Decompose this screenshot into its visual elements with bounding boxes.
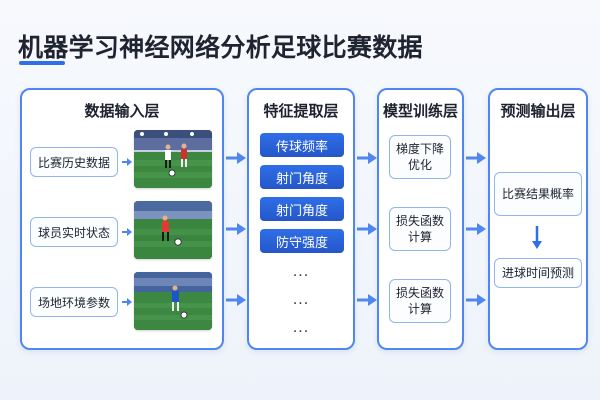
soccer-photo-2 <box>134 201 212 259</box>
right-arrow-icon <box>357 152 377 164</box>
input-item-environment: 场地环境参数 <box>30 287 118 317</box>
right-arrow-icon <box>226 294 246 306</box>
feature-chip-defense-strength: 防守强度 <box>260 229 344 253</box>
soccer-photo-3 <box>134 272 212 330</box>
feature-chip-pass-frequency: 传球频率 <box>260 133 344 157</box>
right-arrow-icon <box>466 152 486 164</box>
input-layer-panel: 数据输入层 比赛历史数据 球员实时状态 <box>20 88 224 350</box>
right-arrow-icon <box>466 223 486 235</box>
output-item-match-result-probability: 比赛结果概率 <box>494 172 582 216</box>
output-layer-title: 预测输出层 <box>500 102 576 120</box>
feature-layer-title: 特征提取层 <box>263 102 339 120</box>
input-item-player-status: 球员实时状态 <box>30 217 118 247</box>
soccer-photo-1 <box>134 130 212 188</box>
feature-ellipsis: ... <box>292 264 310 280</box>
input-layer-title: 数据输入层 <box>84 102 160 120</box>
training-layer-title: 模型训练层 <box>382 102 458 120</box>
chevron-right-icon <box>122 158 132 166</box>
output-layer-panel: 预测输出层 比赛结果概率 进球时间预测 <box>488 88 588 350</box>
feature-chip-shot-angle: 射门角度 <box>260 165 344 189</box>
chevron-right-icon <box>122 298 132 306</box>
right-arrow-icon <box>226 223 246 235</box>
training-item-loss-function: 损失函数计算 <box>389 207 451 251</box>
training-layer-panel: 模型训练层 梯度下降优化 损失函数计算 损失函数计算 <box>377 88 464 350</box>
chevron-right-icon <box>122 228 132 236</box>
input-item-history: 比赛历史数据 <box>30 147 118 177</box>
page-title: 机器学习神经网络分析足球比赛数据 <box>18 33 423 62</box>
title-underline <box>19 61 65 65</box>
training-item-gradient-descent: 梯度下降优化 <box>389 135 451 179</box>
down-arrow-icon <box>532 226 542 249</box>
feature-ellipsis: ... <box>292 292 310 308</box>
output-item-goal-time-prediction: 进球时间预测 <box>494 258 582 288</box>
feature-ellipsis: ... <box>292 320 310 336</box>
right-arrow-icon <box>466 294 486 306</box>
feature-layer-panel: 特征提取层 传球频率 射门角度 射门角度 防守强度 ... ... ... <box>247 88 355 350</box>
training-item-loss-function-2: 损失函数计算 <box>389 279 451 323</box>
right-arrow-icon <box>226 152 246 164</box>
right-arrow-icon <box>357 223 377 235</box>
right-arrow-icon <box>357 294 377 306</box>
feature-chip-shot-angle-2: 射门角度 <box>260 197 344 221</box>
